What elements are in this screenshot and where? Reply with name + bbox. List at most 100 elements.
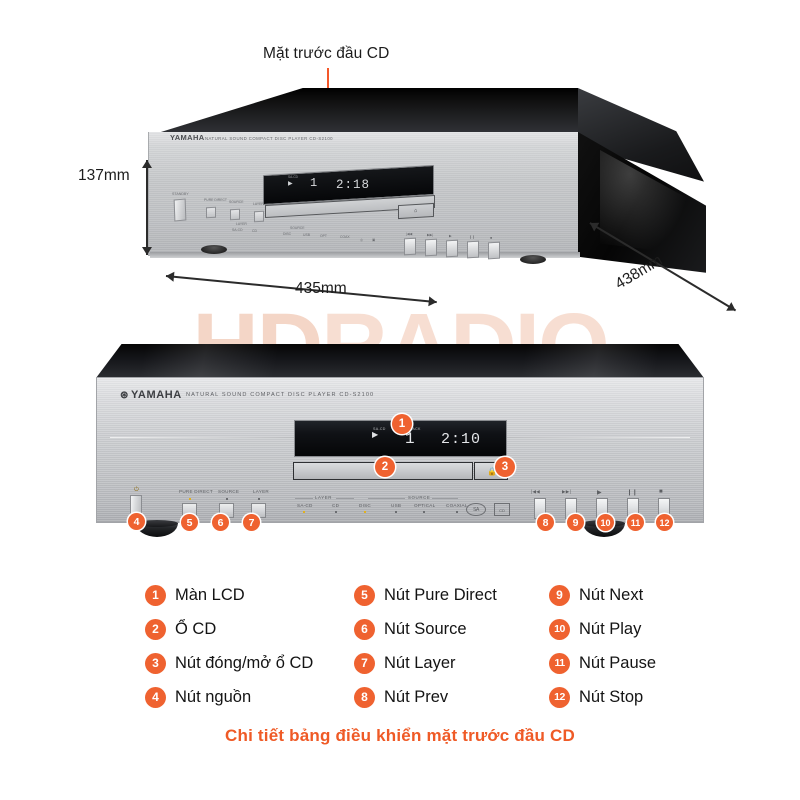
legend-item: 2 Ổ CD bbox=[145, 612, 313, 646]
top-next-label: ▶▶| bbox=[427, 233, 434, 237]
front-source-label: SOURCE bbox=[218, 489, 240, 494]
front-stop-label: ■ bbox=[659, 489, 663, 495]
top-stop-button bbox=[488, 241, 500, 260]
width-dimension-label: 435mm bbox=[295, 280, 347, 297]
source-group-rule-left bbox=[368, 498, 405, 499]
legend-item: 3 Nút đóng/mở ổ CD bbox=[145, 646, 313, 680]
top-power-switch bbox=[173, 198, 187, 222]
legend-item: 11 Nút Pause bbox=[549, 646, 656, 680]
layer-sacd-led bbox=[303, 511, 306, 514]
legend-label-2: Ổ CD bbox=[175, 619, 217, 638]
front-display-time: 2:10 bbox=[441, 431, 482, 448]
legend-label-10: Nút Play bbox=[579, 619, 642, 638]
source-coaxial-led bbox=[456, 511, 459, 514]
legend-item: 1 Màn LCD bbox=[145, 578, 313, 612]
top-display-mode-label: SA-CD bbox=[288, 175, 298, 179]
top-sacd-logo: ◎ bbox=[360, 238, 363, 242]
layer-group-rule-right bbox=[336, 498, 354, 499]
device-top-perspective: Mặt trước đầu CD YAMAHA NATURAL SOUND CO… bbox=[0, 0, 800, 312]
legend-badge-6: 6 bbox=[354, 618, 375, 640]
source-optical-label: OPTICAL bbox=[414, 503, 436, 508]
front-layer-label: LAYER bbox=[253, 489, 269, 494]
badge-6-source: 6 bbox=[212, 514, 229, 531]
badge-3-eject: 3 bbox=[495, 457, 515, 477]
legend-badge-10: 10 bbox=[549, 618, 570, 640]
top-eject-button: ⌂ bbox=[398, 202, 434, 220]
legend-item: 5 Nút Pure Direct bbox=[354, 578, 497, 612]
badge-5-pure-direct: 5 bbox=[181, 514, 198, 531]
front-display-track-label: TRACK bbox=[407, 427, 421, 431]
front-pure-direct-led bbox=[189, 498, 192, 501]
top-brand-logo: YAMAHA bbox=[170, 133, 205, 142]
legend-label-7: Nút Layer bbox=[384, 653, 456, 672]
top-source-disc-label: DISC bbox=[283, 232, 292, 236]
top-pause-label: ❙❙ bbox=[469, 235, 475, 239]
legend-item: 12 Nút Stop bbox=[549, 680, 656, 714]
front-prev-label: |◀◀ bbox=[531, 489, 541, 494]
front-display-mode-label: SA-CD bbox=[373, 427, 386, 431]
layer-group-rule-left bbox=[295, 498, 313, 499]
legend-badge-3: 3 bbox=[145, 652, 166, 674]
legend-badge-11: 11 bbox=[549, 652, 570, 674]
legend-badge-12: 12 bbox=[549, 686, 570, 708]
top-layer-sacd-label: SA-CD bbox=[232, 228, 243, 232]
top-model-text: NATURAL SOUND COMPACT DISC PLAYER CD-S21… bbox=[205, 136, 334, 141]
front-top-bezel-gloss bbox=[96, 344, 704, 378]
legend-item: 7 Nút Layer bbox=[354, 646, 497, 680]
front-brand-logo: ⊛YAMAHA bbox=[120, 389, 182, 401]
legend-badge-7: 7 bbox=[354, 652, 375, 674]
lock-icon: 🔒 bbox=[487, 467, 497, 476]
legend-label-9: Nút Next bbox=[579, 585, 644, 604]
badge-4-power: 4 bbox=[128, 513, 145, 530]
top-display-play-icon: ▶ bbox=[288, 181, 293, 187]
legend-badge-2: 2 bbox=[145, 618, 166, 640]
legend-item: 4 Nút nguồn bbox=[145, 680, 313, 714]
layer-cd-led bbox=[335, 511, 338, 514]
legend-badge-8: 8 bbox=[354, 686, 375, 708]
top-foot-right bbox=[520, 255, 546, 264]
front-source-led bbox=[226, 498, 229, 501]
legend-label-11: Nút Pause bbox=[579, 653, 657, 672]
top-foot-left bbox=[201, 245, 227, 254]
top-prev-label: |◀◀ bbox=[406, 232, 413, 236]
top-play-button bbox=[446, 239, 458, 258]
top-source-group-label: SOURCE bbox=[290, 226, 305, 230]
source-usb-led bbox=[395, 511, 398, 514]
badge-10-play: 10 bbox=[597, 514, 614, 531]
source-group-title: SOURCE bbox=[408, 495, 431, 500]
top-pause-button bbox=[467, 240, 479, 259]
front-display-play-icon: ▶ bbox=[372, 430, 379, 439]
front-pause-label: ❙❙ bbox=[627, 490, 638, 496]
badge-9-next: 9 bbox=[567, 514, 584, 531]
legend-item: 6 Nút Source bbox=[354, 612, 497, 646]
source-group-rule-right bbox=[432, 498, 458, 499]
source-optical-led bbox=[423, 511, 426, 514]
badge-2-tray: 2 bbox=[375, 457, 395, 477]
legend: 1 Màn LCD 2 Ổ CD 3 Nút đóng/mở ổ CD 4 Nú… bbox=[0, 578, 800, 713]
top-layer-button bbox=[254, 210, 264, 223]
top-source-coaxial-label: COAX bbox=[340, 235, 350, 239]
front-model-text: NATURAL SOUND COMPACT DISC PLAYER CD-S21… bbox=[186, 392, 375, 398]
top-power-label: STANDBY bbox=[172, 192, 189, 196]
compact-disc-logo-icon: CD bbox=[494, 503, 510, 516]
front-foot-left bbox=[136, 520, 178, 537]
layer-cd-label: CD bbox=[332, 503, 340, 508]
top-display-track: 1 bbox=[310, 176, 318, 190]
top-source-button bbox=[230, 208, 240, 221]
legend-label-4: Nút nguồn bbox=[175, 687, 252, 706]
callout-label: Mặt trước đầu CD bbox=[263, 45, 390, 62]
legend-badge-1: 1 bbox=[145, 584, 166, 606]
top-layer-group-label: LAYER bbox=[236, 222, 247, 226]
top-next-button bbox=[425, 238, 437, 257]
top-source-usb-label: USB bbox=[303, 233, 310, 237]
front-brand-text: YAMAHA bbox=[130, 389, 182, 401]
top-source-optical-label: OPT bbox=[320, 234, 327, 238]
legend-label-12: Nút Stop bbox=[579, 687, 644, 706]
badge-1-lcd: 1 bbox=[392, 414, 412, 434]
legend-column-1: 1 Màn LCD 2 Ổ CD 3 Nút đóng/mở ổ CD 4 Nú… bbox=[145, 578, 313, 714]
layer-group-title: LAYER bbox=[315, 495, 333, 500]
legend-badge-4: 4 bbox=[145, 686, 166, 708]
top-layer-label: LAYER bbox=[253, 202, 264, 206]
source-coaxial-label: COAXIAL bbox=[446, 503, 468, 508]
badge-11-pause: 11 bbox=[627, 514, 644, 531]
